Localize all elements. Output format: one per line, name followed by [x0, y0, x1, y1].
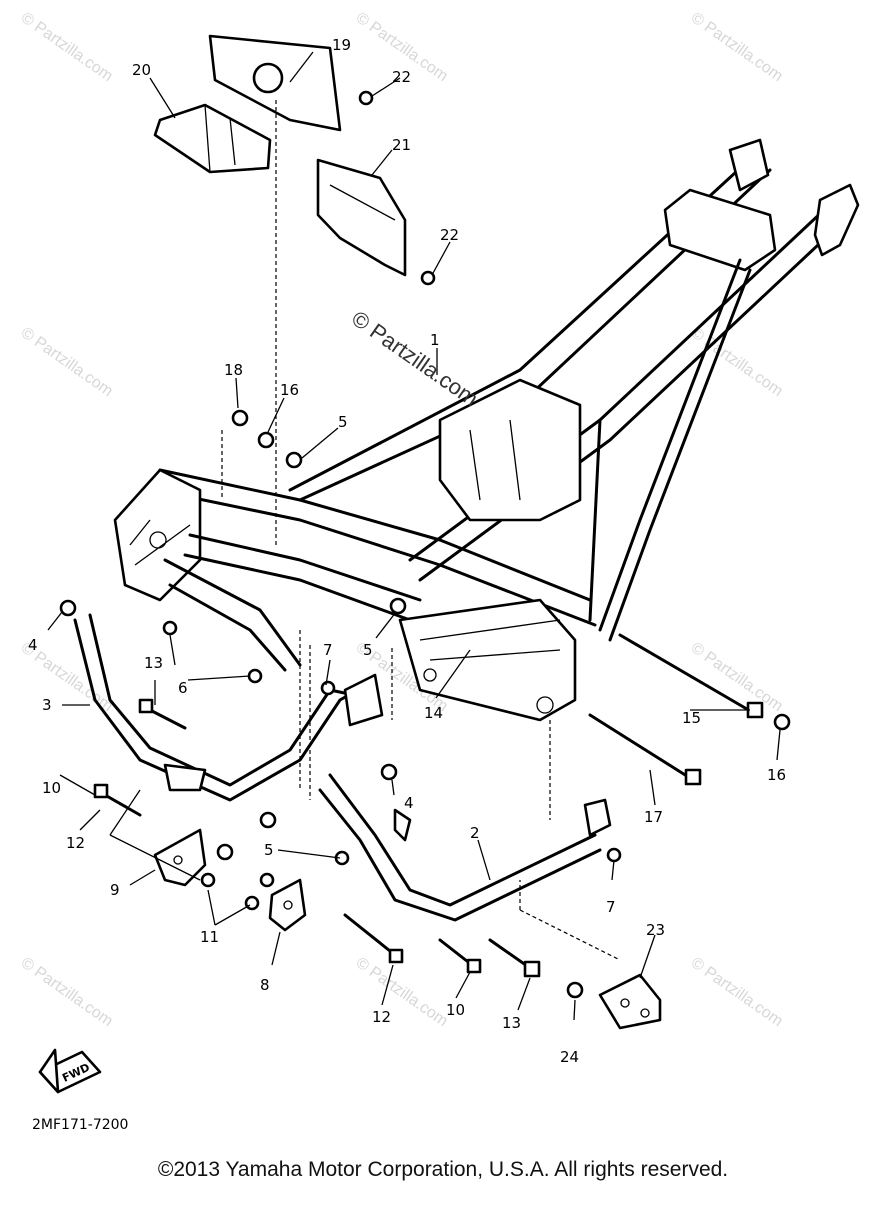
watermark: © Partzilla.com: [688, 324, 786, 400]
watermark: © Partzilla.com: [688, 954, 786, 1030]
callout-7: 7: [323, 641, 333, 659]
cover-21: [316, 158, 407, 277]
callout-6: 6: [178, 679, 188, 697]
callout-5c: 5: [264, 841, 274, 859]
main-frame: [113, 138, 860, 722]
watermark: © Partzilla.com: [18, 324, 116, 400]
callout-23: 23: [646, 921, 665, 939]
callout-24: 24: [560, 1048, 579, 1066]
callout-5b: 5: [363, 641, 373, 659]
callout-22: 22: [392, 68, 411, 86]
cover-19-hole: [252, 62, 284, 94]
callout-9: 9: [110, 881, 120, 899]
bracket-8: [268, 878, 307, 932]
callout-10b: 10: [446, 1001, 465, 1019]
callout-12: 12: [66, 834, 85, 852]
callout-22b: 22: [440, 226, 459, 244]
callout-3: 3: [42, 696, 52, 714]
callout-leaders: [47, 51, 781, 1021]
callout-8: 8: [260, 976, 270, 994]
callout-21: 21: [392, 136, 411, 154]
watermark: © Partzilla.com: [18, 9, 116, 85]
callout-4b: 4: [404, 794, 414, 812]
watermark: © Partzilla.com: [353, 954, 451, 1030]
center-watermark: © Partzilla.com: [347, 306, 483, 412]
callout-4: 4: [28, 636, 38, 654]
bracket-23: [598, 973, 662, 1030]
callout-13: 13: [144, 654, 163, 672]
watermark: © Partzilla.com: [18, 954, 116, 1030]
callout-13b: 13: [502, 1014, 521, 1032]
leader-lines: [221, 100, 621, 961]
callout-11: 11: [200, 928, 219, 946]
callout-5: 5: [338, 413, 348, 431]
callout-1: 1: [430, 331, 440, 349]
copyright-notice: ©2013 Yamaha Motor Corporation, U.S.A. A…: [157, 1158, 729, 1181]
callout-14: 14: [424, 704, 443, 722]
callout-16: 16: [280, 381, 299, 399]
fwd-arrow-icon: FWD: [38, 1048, 102, 1094]
callout-20: 20: [132, 61, 151, 79]
callout-18: 18: [224, 361, 243, 379]
watermark: © Partzilla.com: [688, 9, 786, 85]
callout-17: 17: [644, 808, 663, 826]
callout-2: 2: [470, 824, 480, 842]
callout-7b: 7: [606, 898, 616, 916]
cover-parts: [153, 34, 407, 277]
callout-12b: 12: [372, 1008, 391, 1026]
cover-20: [153, 103, 272, 174]
callout-16b: 16: [767, 766, 786, 784]
callout-15: 15: [682, 709, 701, 727]
callout-labels: 1 2 3 4 4 5 5 5 6 7 7 8 9 10 10 11 12 12…: [28, 36, 786, 1066]
callout-10: 10: [42, 779, 61, 797]
part-code: 2MF171-7200: [32, 1117, 129, 1133]
bracket-9: [153, 828, 207, 887]
callout-19: 19: [332, 36, 351, 54]
